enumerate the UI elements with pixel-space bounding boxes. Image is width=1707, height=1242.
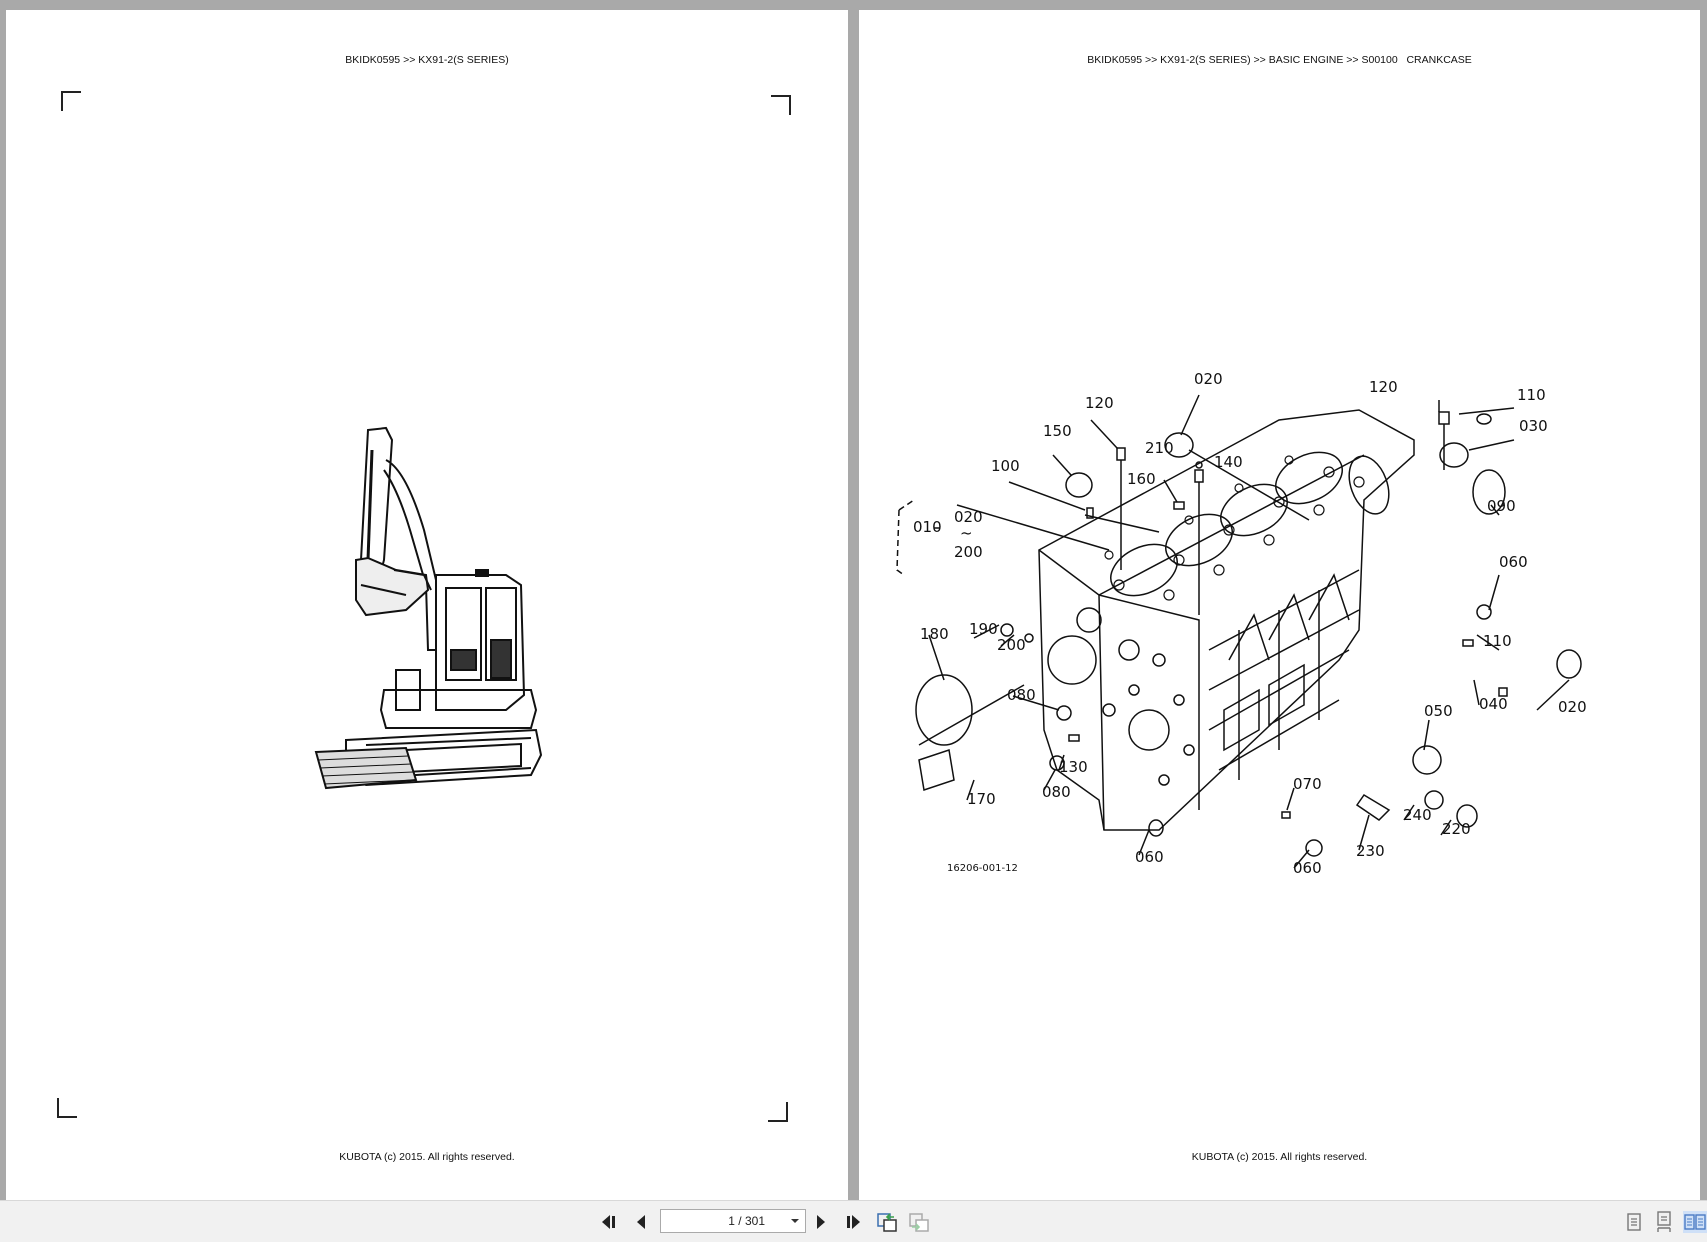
first-page-icon — [602, 1215, 615, 1229]
part-callout: 040 — [1479, 695, 1508, 713]
last-page-button[interactable] — [842, 1211, 864, 1233]
part-callout: 060 — [1499, 553, 1528, 571]
part-callout: 080 — [1042, 783, 1071, 801]
part-callout: 200 — [997, 636, 1026, 654]
last-page-icon — [847, 1215, 860, 1229]
previous-page-button[interactable] — [630, 1211, 652, 1233]
previous-page-icon — [637, 1215, 645, 1229]
part-callout: 090 — [1487, 497, 1516, 515]
next-view-icon — [909, 1213, 929, 1232]
page-footer: KUBOTA (c) 2015. All rights reserved. — [1191, 1151, 1368, 1163]
part-callout: 020 — [1194, 370, 1223, 388]
part-callout: 080 — [1007, 686, 1036, 704]
two-page-view-button[interactable] — [1683, 1211, 1707, 1233]
part-callout: 160 — [1127, 470, 1156, 488]
two-page-icon — [1684, 1214, 1706, 1230]
go-forward-view-button[interactable] — [908, 1211, 930, 1233]
page-header: BKIDK0595 >> KX91-2(S SERIES) — [345, 54, 509, 66]
pdf-navigation-toolbar: 1 / 301 — [0, 1200, 1707, 1242]
part-callout: 060 — [1293, 859, 1322, 877]
part-callout: 030 — [1519, 417, 1548, 435]
crop-mark-top-left — [61, 91, 81, 111]
crop-mark-bottom-left — [57, 1098, 77, 1118]
part-callout: 100 — [991, 457, 1020, 475]
part-callout: 010 — [913, 518, 942, 536]
excavator-illustration — [314, 426, 543, 790]
part-callout: 120 — [1369, 378, 1398, 396]
part-callout: 220 — [1442, 820, 1471, 838]
part-callout: 060 — [1135, 848, 1164, 866]
part-callout: ~ — [960, 524, 973, 542]
part-callout: 240 — [1403, 806, 1432, 824]
part-callout: 050 — [1424, 702, 1453, 720]
part-callout: 130 — [1059, 758, 1088, 776]
part-callout: 190 — [969, 620, 998, 638]
previous-view-icon — [877, 1213, 897, 1232]
part-callout: 180 — [920, 625, 949, 643]
crankcase-exploded-diagram — [896, 394, 1582, 869]
part-callout: 070 — [1293, 775, 1322, 793]
next-page-icon — [817, 1215, 825, 1229]
single-page-icon — [1627, 1213, 1641, 1231]
part-callout: 200 — [954, 543, 983, 561]
part-callout: 140 — [1214, 453, 1243, 471]
continuous-view-button[interactable] — [1653, 1211, 1675, 1233]
part-callout: 110 — [1517, 386, 1546, 404]
first-page-button[interactable] — [598, 1211, 620, 1233]
part-callout: 230 — [1356, 842, 1385, 860]
part-callout: 170 — [967, 790, 996, 808]
pdf-page-1: BKIDK0595 >> KX91-2(S SERIES) KUBOTA (c)… — [6, 10, 848, 1200]
crop-mark-top-right — [771, 95, 791, 115]
page-number-dropdown[interactable]: 1 / 301 — [660, 1209, 806, 1233]
crop-mark-bottom-right — [768, 1102, 788, 1122]
single-page-view-button[interactable] — [1623, 1211, 1645, 1233]
part-callout: 120 — [1085, 394, 1114, 412]
part-callout: 020 — [954, 508, 983, 526]
next-page-button[interactable] — [810, 1211, 832, 1233]
go-back-view-button[interactable] — [876, 1211, 898, 1233]
part-callout: 020 — [1558, 698, 1587, 716]
page-header: BKIDK0595 >> KX91-2(S SERIES) >> BASIC E… — [1087, 54, 1472, 66]
continuous-page-icon — [1657, 1211, 1671, 1232]
pdf-page-2: BKIDK0595 >> KX91-2(S SERIES) >> BASIC E… — [859, 10, 1700, 1200]
page-footer: KUBOTA (c) 2015. All rights reserved. — [339, 1151, 515, 1163]
part-callout: 150 — [1043, 422, 1072, 440]
figure-code: 16206-001-12 — [947, 863, 1018, 874]
page-indicator: 1 / 301 — [728, 1214, 765, 1228]
chevron-down-icon — [791, 1219, 799, 1223]
part-callout: 210 — [1145, 439, 1174, 457]
part-callout: 110 — [1483, 632, 1512, 650]
